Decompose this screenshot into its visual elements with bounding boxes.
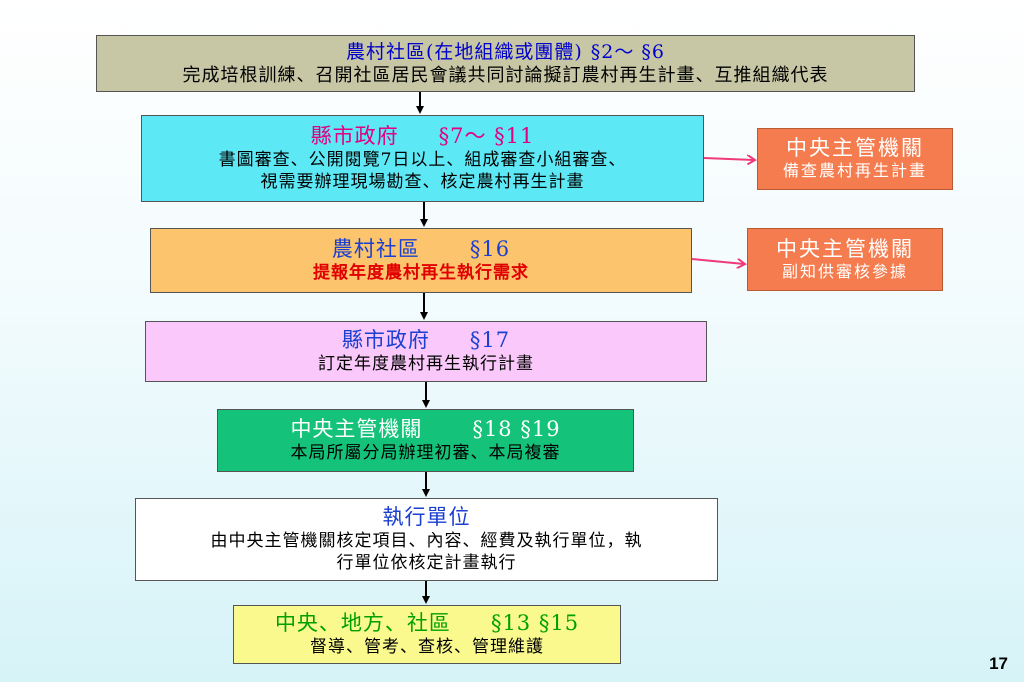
step-4-title: 縣市政府 bbox=[341, 328, 430, 352]
side-box-1-desc: 備查農村再生計畫 bbox=[782, 161, 927, 180]
step-2-title: 縣市政府 bbox=[310, 124, 399, 148]
arrow-step3-side2 bbox=[691, 258, 744, 264]
step-5-desc: 本局所屬分局辦理初審、本局複審 bbox=[290, 443, 561, 463]
step-2-section: §7～ §11 bbox=[438, 124, 535, 148]
step-7-desc: 督導、管考、查核、管理維護 bbox=[310, 637, 544, 657]
step-6-desc-line-1: 由中央主管機關核定項目、內容、經費及執行單位，執 bbox=[210, 531, 643, 551]
step-2-title-line: 縣市政府 §7～ §11 bbox=[311, 124, 535, 149]
step-1-box: 農村社區(在地組織或團體) §2～ §6 完成培根訓練、召開社區居民會議共同討論擬… bbox=[96, 35, 915, 92]
step-5-box: 中央主管機關 §18 §19 本局所屬分局辦理初審、本局複審 bbox=[217, 409, 634, 472]
step-4-section: §17 bbox=[469, 328, 511, 352]
step-3-desc: 提報年度農村再生執行需求 bbox=[313, 263, 529, 283]
page-number: 17 bbox=[989, 654, 1008, 673]
step-1-title: 農村社區(在地組織或團體) bbox=[345, 41, 583, 63]
step-7-title: 中央、地方、社區 bbox=[274, 611, 451, 635]
step-4-title-line: 縣市政府 §17 bbox=[342, 328, 510, 353]
side-box-1: 中央主管機關 備查農村再生計畫 bbox=[757, 128, 953, 190]
side-box-2-title: 中央主管機關 bbox=[776, 236, 914, 261]
side-box-2-desc: 副知供審核參據 bbox=[781, 261, 908, 281]
step-2-desc-line-1: 書圖審查、公開閱覽7日以上、組成審查小組審查、 bbox=[218, 150, 627, 170]
step-3-section: §16 bbox=[469, 237, 511, 261]
step-3-title: 農村社區 bbox=[331, 237, 420, 261]
side-box-1-title: 中央主管機關 bbox=[786, 136, 924, 160]
step-1-title-line: 農村社區(在地組織或團體) §2～ §6 bbox=[346, 40, 665, 65]
step-7-box: 中央、地方、社區 §13 §15 督導、管考、查核、管理維護 bbox=[233, 605, 621, 664]
step-3-box: 農村社區 §16 提報年度農村再生執行需求 bbox=[150, 228, 692, 293]
step-4-box: 縣市政府 §17 訂定年度農村再生執行計畫 bbox=[145, 321, 707, 382]
arrow-step2-side1 bbox=[703, 158, 754, 160]
step-5-title: 中央主管機關 bbox=[290, 417, 423, 441]
step-2-box: 縣市政府 §7～ §11 書圖審查、公開閱覽7日以上、組成審查小組審查、 視需要辦… bbox=[141, 115, 704, 202]
step-1-section: §2～ §6 bbox=[590, 41, 666, 63]
step-7-section: §13 §15 bbox=[490, 611, 580, 635]
step-3-title-line: 農村社區 §16 bbox=[332, 237, 510, 262]
step-7-title-line: 中央、地方、社區 §13 §15 bbox=[275, 611, 579, 636]
step-5-title-line: 中央主管機關 §18 §19 bbox=[290, 417, 560, 442]
side-box-2: 中央主管機關 副知供審核參據 bbox=[747, 228, 943, 291]
step-4-desc: 訂定年度農村再生執行計畫 bbox=[318, 354, 534, 374]
step-2-desc-line-2: 視需要辦理現場勘查、核定農村再生計畫 bbox=[260, 172, 585, 192]
step-5-section: §18 §19 bbox=[472, 417, 561, 441]
step-1-desc: 完成培根訓練、召開社區居民會議共同討論擬訂農村再生計畫、互推組織代表 bbox=[182, 65, 829, 86]
step-6-title: 執行單位 bbox=[382, 505, 471, 529]
step-6-desc-line-2: 行單位依核定計畫執行 bbox=[336, 553, 517, 573]
step-6-box: 執行單位 由中央主管機關核定項目、內容、經費及執行單位，執 行單位依核定計畫執行 bbox=[135, 498, 718, 581]
